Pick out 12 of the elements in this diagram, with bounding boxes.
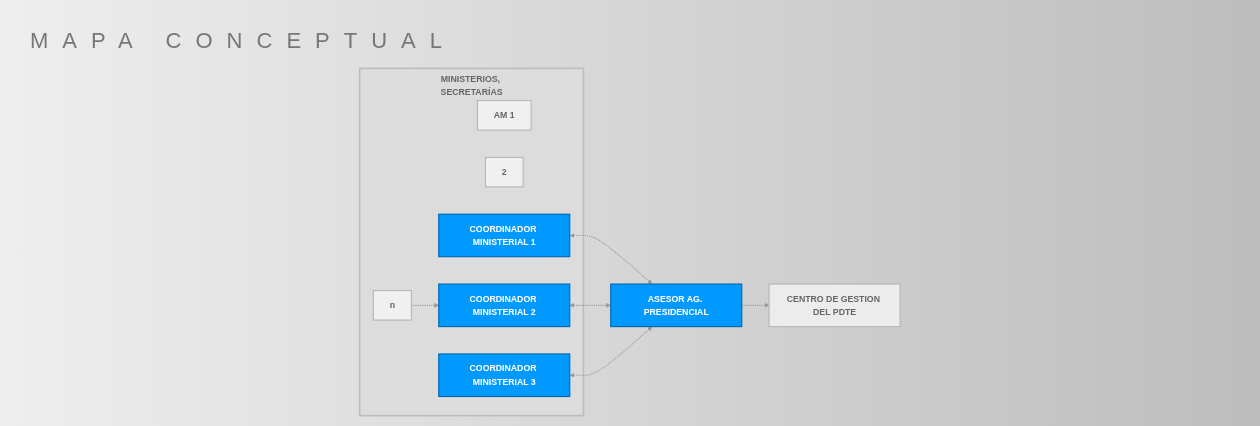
arrow [569,233,653,285]
node-box: AM 1 [477,100,532,131]
node-box: COORDINADOR MINISTERIAL 1 [438,213,571,258]
node-box: 2 [485,156,524,188]
arrow [569,326,653,378]
arrow [741,302,770,308]
node-box: COORDINADOR MINISTERIAL 3 [438,353,571,398]
node-box: CENTRO DE GESTION DEL PDTE [768,283,901,328]
node-box: COORDINADOR MINISTERIAL 2 [438,283,571,328]
node-box: n [372,290,413,321]
node-box: ASESOR AG. PRESIDENCIAL [610,283,743,328]
diagram-title: MAPA CONCEPTUAL [30,28,456,54]
